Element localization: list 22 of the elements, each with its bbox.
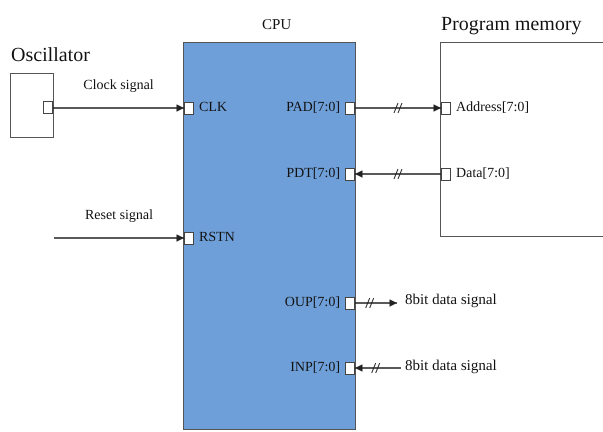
port-label: Data[7:0]: [455, 166, 511, 182]
port-label: INP[7:0]: [289, 360, 341, 376]
port-label: RSTN: [198, 230, 236, 246]
port-label: PDT[7:0]: [285, 166, 341, 182]
port-label: OUP[7:0]: [284, 295, 341, 311]
port-square: [43, 101, 53, 114]
arrow: [54, 234, 184, 242]
block-title: CPU: [262, 17, 292, 34]
edge-label: Reset signal: [82, 208, 156, 224]
arrow: [355, 364, 401, 372]
block-title: Program memory: [441, 13, 582, 36]
arrow: [355, 170, 441, 178]
arrow: [355, 104, 441, 112]
arrow: [53, 104, 184, 112]
port-label: CLK: [198, 100, 228, 116]
block-title: Oscillator: [11, 44, 90, 67]
edge-label: Clock signal: [81, 78, 156, 94]
signal-label: 8bit data signal: [405, 292, 497, 309]
signal-label: 8bit data signal: [405, 358, 497, 375]
port-label: Address[7:0]: [455, 100, 530, 116]
arrow: [355, 299, 397, 307]
port-label: PAD[7:0]: [285, 100, 341, 116]
